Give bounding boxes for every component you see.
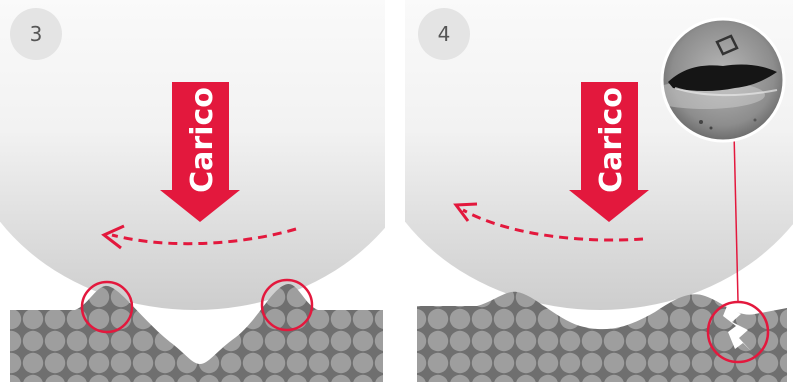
panel-step-3-diagram: 3 Carico [0,0,385,382]
step-number: 4 [438,22,451,46]
load-label: Carico [185,87,220,193]
step-number: 3 [30,22,43,46]
panel-step-4-diagram: 4 Carico [405,0,793,382]
step-badge: 3 [10,8,62,60]
panel-step-3: 3 Carico [0,0,385,382]
load-label: Carico [594,87,629,193]
panel-step-4: 4 Carico [405,0,793,382]
step-badge: 4 [418,8,470,60]
